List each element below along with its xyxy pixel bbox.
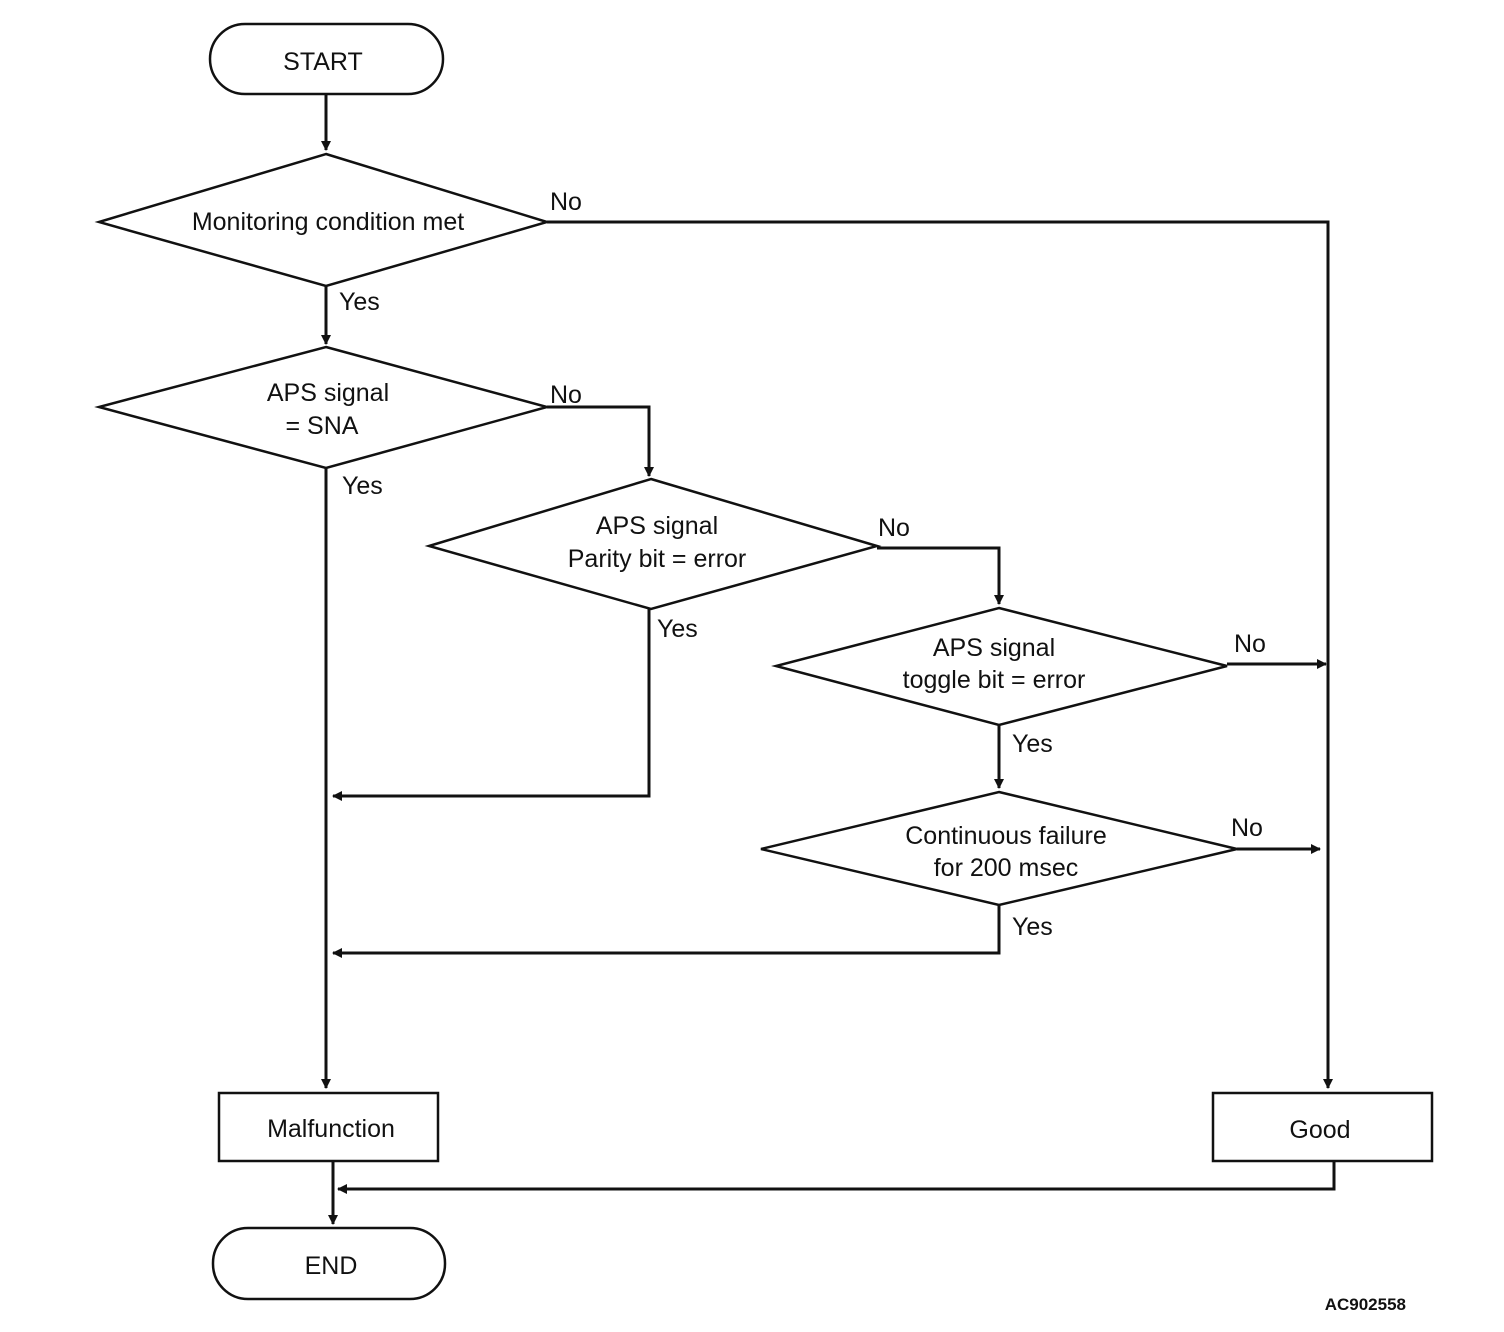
connectors [321,94,1336,1225]
monitoring-no-to-good-arrow [547,220,1333,1089]
good-node: Good [1211,1091,1434,1163]
monitoring-label: Monitoring condition met [192,208,464,236]
continuous-yes-arrow [332,905,1001,958]
toggle-yes-label: Yes [1012,730,1053,758]
monitoring-decision: Monitoring condition met [94,152,552,288]
monitoring-yes-label: Yes [339,288,380,316]
figure-code: AC902558 [1325,1295,1406,1314]
parity-no-label: No [878,514,910,542]
sna-no-label: No [550,381,582,409]
toggle-no-label: No [1234,630,1266,658]
start-node: START [208,22,445,96]
sna-no-arrow [547,405,654,477]
monitoring-no-label: No [550,188,582,216]
toggle-label-line1: APS signal [933,634,1055,662]
malfunction-label: Malfunction [267,1115,395,1143]
sna-decision: APS signal = SNA [94,345,552,470]
good-label: Good [1289,1116,1350,1144]
start-label: START [283,48,363,76]
continuous-no-label: No [1231,814,1263,842]
sna-label-line1: APS signal [267,379,389,407]
parity-label-line2: Parity bit = error [568,545,747,573]
parity-yes-arrow [332,609,651,801]
continuous-label-line1: Continuous failure [905,822,1107,850]
continuous-decision: Continuous failure for 200 msec [760,790,1238,907]
good-to-end-arrow [337,1161,1336,1194]
toggle-decision: APS signal toggle bit = error [771,606,1228,727]
parity-decision: APS signal Parity bit = error [424,477,882,611]
parity-yes-label: Yes [657,615,698,643]
malfunction-node: Malfunction [217,1091,440,1163]
toggle-label-line2: toggle bit = error [903,666,1086,694]
end-label: END [305,1252,358,1280]
continuous-yes-label: Yes [1012,913,1053,941]
continuous-label-line2: for 200 msec [934,854,1079,882]
parity-no-arrow [877,546,1004,605]
parity-label-line1: APS signal [596,512,718,540]
sna-label-line2: = SNA [286,412,359,440]
end-node: END [211,1226,447,1301]
sna-yes-label: Yes [342,472,383,500]
branch-labels: No Yes No Yes No Yes No Yes No Yes [339,188,1266,941]
